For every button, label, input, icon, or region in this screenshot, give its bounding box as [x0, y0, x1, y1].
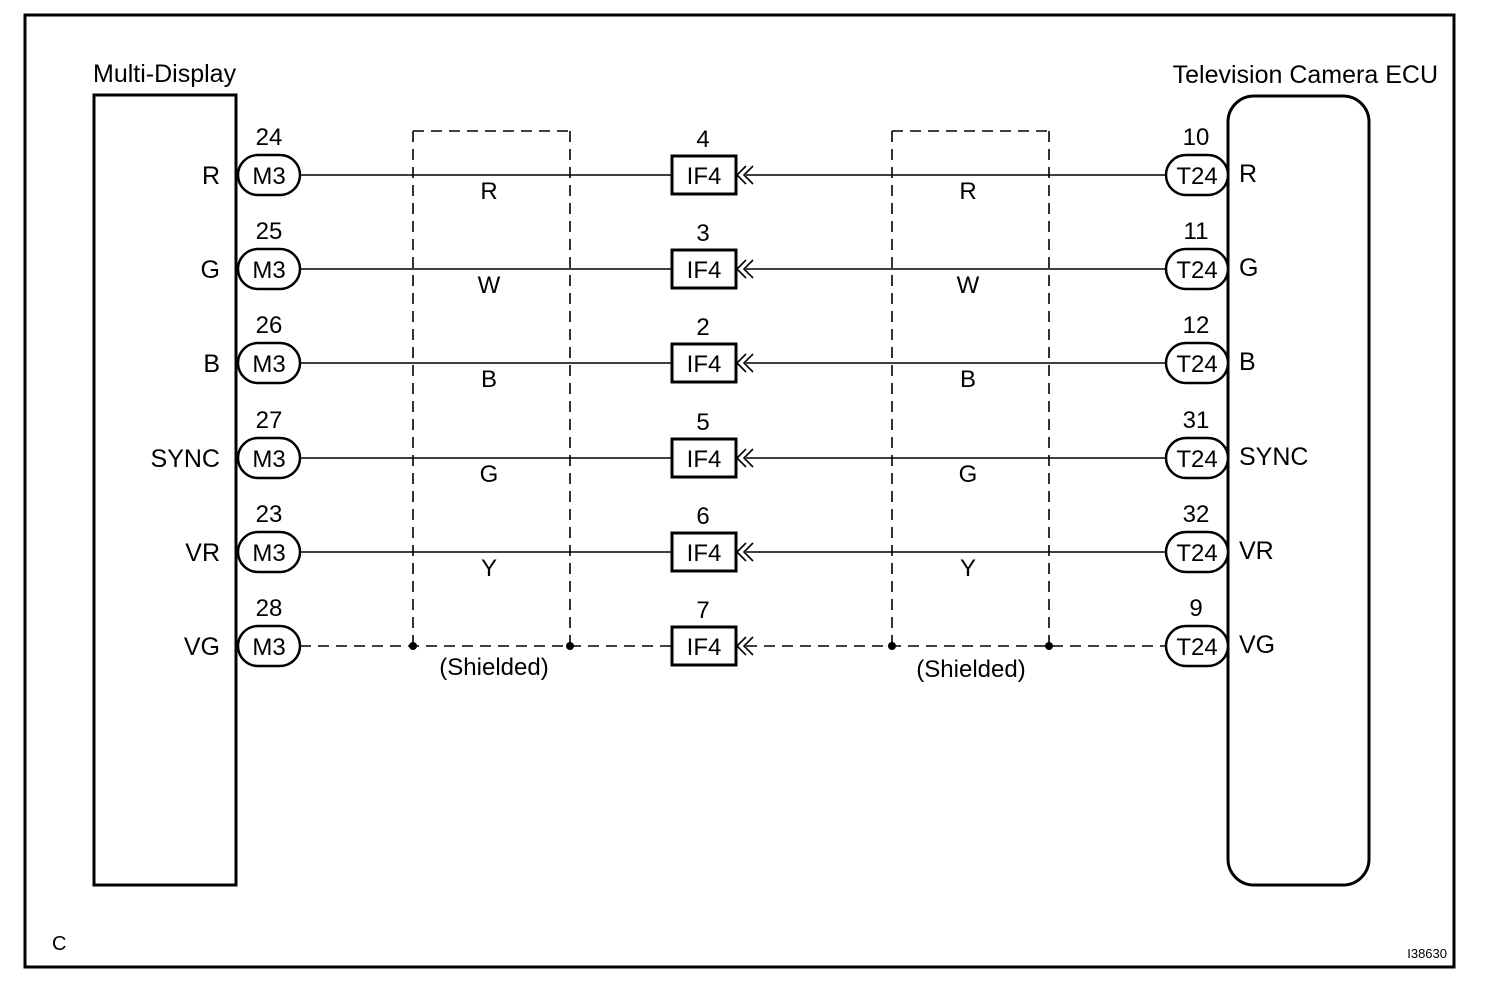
- right-pin-number: 31: [1183, 407, 1210, 434]
- left-connector-label: M3: [252, 446, 285, 473]
- left-component-title: Multi-Display: [93, 60, 237, 88]
- left-connector-pill: [236, 247, 302, 291]
- junction-connector-label: IF4: [687, 351, 722, 378]
- junction-connector-box: [670, 625, 738, 667]
- right-signal-label: B: [1239, 348, 1256, 376]
- right-pin-number: 12: [1183, 312, 1210, 339]
- corner-letter: C: [52, 933, 66, 955]
- multi-display-box: [92, 93, 238, 887]
- right-pin-number: 32: [1183, 501, 1210, 528]
- left-wire-color: Y: [481, 555, 497, 582]
- junction-pin-number: 7: [696, 597, 709, 624]
- junction-pin-number: 4: [696, 126, 709, 153]
- right-wire-color: B: [960, 366, 976, 393]
- left-signal-label: B: [203, 350, 220, 378]
- junction-pin-number: 2: [696, 314, 709, 341]
- right-signal-label: VG: [1239, 631, 1275, 659]
- right-connector-label: T24: [1176, 540, 1217, 567]
- left-pin-number: 23: [256, 501, 283, 528]
- left-connector-pill: [236, 341, 302, 385]
- junction-connector-label: IF4: [687, 634, 722, 661]
- right-connector-label: T24: [1176, 634, 1217, 661]
- left-connector-pill: [236, 153, 302, 197]
- left-wire-color: R: [480, 178, 497, 205]
- junction-connector-label: IF4: [687, 163, 722, 190]
- television-camera-ecu-box: [1226, 94, 1371, 887]
- left-signal-label: SYNC: [151, 445, 220, 473]
- right-wire-color: R: [959, 178, 976, 205]
- right-wire-color: Y: [960, 555, 976, 582]
- right-connector-label: T24: [1176, 257, 1217, 284]
- double-chevron-icon: [735, 353, 754, 373]
- left-signal-label: VG: [184, 633, 220, 661]
- diagram-frame: [23, 13, 1456, 969]
- junction-connector-box: [670, 154, 738, 196]
- left-pin-number: 27: [256, 407, 283, 434]
- right-signal-label: SYNC: [1239, 443, 1308, 471]
- left-connector-pill: [236, 436, 302, 480]
- left-connector-label: M3: [252, 540, 285, 567]
- left-shield-label: (Shielded): [439, 654, 548, 681]
- right-connector-pill: [1164, 247, 1230, 291]
- junction-connector-box: [670, 531, 738, 573]
- left-connector-label: M3: [252, 257, 285, 284]
- right-signal-label: R: [1239, 160, 1257, 188]
- double-chevron-icon: [735, 542, 754, 562]
- right-connector-pill: [1164, 624, 1230, 668]
- junction-pin-number: 6: [696, 503, 709, 530]
- right-connector-pill: [1164, 530, 1230, 574]
- left-pin-number: 28: [256, 595, 283, 622]
- double-chevron-icon: [735, 165, 754, 185]
- left-pin-number: 25: [256, 218, 283, 245]
- right-connector-pill: [1164, 436, 1230, 480]
- right-signal-label: VR: [1239, 537, 1274, 565]
- right-pin-number: 10: [1183, 124, 1210, 151]
- junction-connector-label: IF4: [687, 257, 722, 284]
- left-signal-label: VR: [185, 539, 220, 567]
- junction-connector-label: IF4: [687, 446, 722, 473]
- right-pin-number: 9: [1189, 595, 1202, 622]
- right-signal-label: G: [1239, 254, 1258, 282]
- left-connector-label: M3: [252, 351, 285, 378]
- right-pin-number: 11: [1184, 218, 1209, 245]
- junction-pin-number: 3: [696, 220, 709, 247]
- left-connector-label: M3: [252, 634, 285, 661]
- right-component-title: Television Camera ECU: [1173, 61, 1438, 89]
- junction-connector-label: IF4: [687, 540, 722, 567]
- left-pin-number: 24: [256, 124, 283, 151]
- right-connector-label: T24: [1176, 446, 1217, 473]
- figure-id: I38630: [1407, 946, 1447, 961]
- left-pin-number: 26: [256, 312, 283, 339]
- right-connector-pill: [1164, 341, 1230, 385]
- right-shield-node-b: [1045, 642, 1053, 650]
- left-wire-color: W: [478, 272, 501, 299]
- right-connector-label: T24: [1176, 351, 1217, 378]
- double-chevron-icon: [735, 636, 754, 656]
- left-wire-color: G: [480, 461, 499, 488]
- right-shield-label: (Shielded): [916, 656, 1025, 683]
- left-signal-label: R: [202, 162, 220, 190]
- junction-pin-number: 5: [696, 409, 709, 436]
- left-connector-pill: [236, 530, 302, 574]
- left-connector-label: M3: [252, 163, 285, 190]
- junction-connector-box: [670, 248, 738, 290]
- right-wire-color: G: [959, 461, 978, 488]
- left-signal-label: G: [201, 256, 220, 284]
- junction-connector-box: [670, 342, 738, 384]
- right-connector-pill: [1164, 153, 1230, 197]
- double-chevron-icon: [735, 448, 754, 468]
- left-wire-color: B: [481, 366, 497, 393]
- right-wire-color: W: [957, 272, 980, 299]
- double-chevron-icon: [735, 259, 754, 279]
- right-connector-label: T24: [1176, 163, 1217, 190]
- left-connector-pill: [236, 624, 302, 668]
